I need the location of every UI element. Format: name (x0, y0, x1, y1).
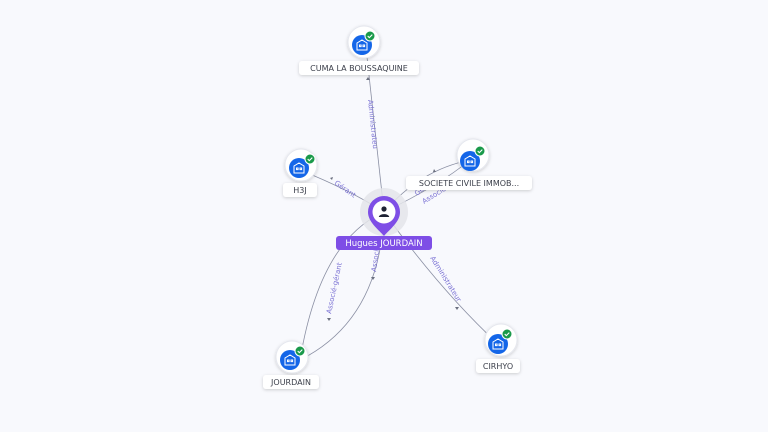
company-name-label: SOCIETE CIVILE IMMOB... (419, 179, 519, 188)
node-label-box (263, 375, 319, 389)
verified-check-icon (304, 153, 316, 165)
edge-label-cirhyo: Administrateur (428, 255, 462, 304)
verified-check-icon (474, 145, 486, 157)
edge-line-cuma (365, 47, 385, 213)
company-node-h3j[interactable]: H3J (283, 148, 318, 197)
edge-label-jourdain-associe: Associé (370, 245, 382, 272)
edge-label-cuma: Administrateu (366, 99, 379, 149)
edge-line-jourdain-1 (299, 211, 385, 361)
company-name-label: H3J (293, 186, 306, 195)
node-label-box (299, 61, 419, 75)
check-mark (307, 157, 313, 162)
check-mark (367, 34, 373, 39)
node-label-box (476, 359, 520, 373)
edge-arrow-jourdain-1 (327, 318, 331, 321)
check-mark (504, 332, 510, 337)
company-name-label: CIRHYO (483, 362, 513, 371)
edge-arrow-cuma (366, 77, 370, 80)
company-node-scimmo[interactable]: SOCIETE CIVILE IMMOB... (406, 138, 532, 190)
center-person-node[interactable]: Hugues JOURDAIN (336, 188, 432, 250)
company-node-jourdain[interactable]: JOURDAIN (263, 340, 319, 389)
company-node-cirhyo[interactable]: CIRHYO (476, 323, 520, 373)
check-mark (297, 349, 303, 354)
building-glyph (356, 39, 368, 51)
center-label-box (336, 236, 432, 250)
edge-arrow-scimmo (433, 169, 436, 172)
company-node-cuma[interactable]: CUMA LA BOUSSAQUINE (299, 25, 419, 75)
building-glyph (293, 162, 305, 174)
node-label-box (283, 183, 317, 197)
check-mark (477, 149, 483, 154)
company-name-label: JOURDAIN (270, 378, 311, 387)
edge-arrow-h3j (330, 177, 333, 180)
center-person-name: Hugues JOURDAIN (345, 239, 422, 249)
edge-arrow-cirhyo (455, 307, 459, 310)
pin-inner (372, 200, 396, 224)
person-icon (378, 206, 390, 217)
building-glyph (492, 338, 504, 350)
edge-line-jourdain-2 (299, 211, 385, 361)
node-label-box (406, 176, 532, 190)
building-glyph (464, 155, 476, 167)
edge-arrow-jourdain-2 (371, 277, 375, 280)
verified-check-icon (364, 30, 376, 42)
verified-check-icon (294, 345, 306, 357)
building-glyph (284, 354, 296, 366)
verified-check-icon (501, 328, 513, 340)
edge-label-h3j: Gérant (333, 179, 358, 200)
company-name-label: CUMA LA BOUSSAQUINE (310, 64, 408, 73)
